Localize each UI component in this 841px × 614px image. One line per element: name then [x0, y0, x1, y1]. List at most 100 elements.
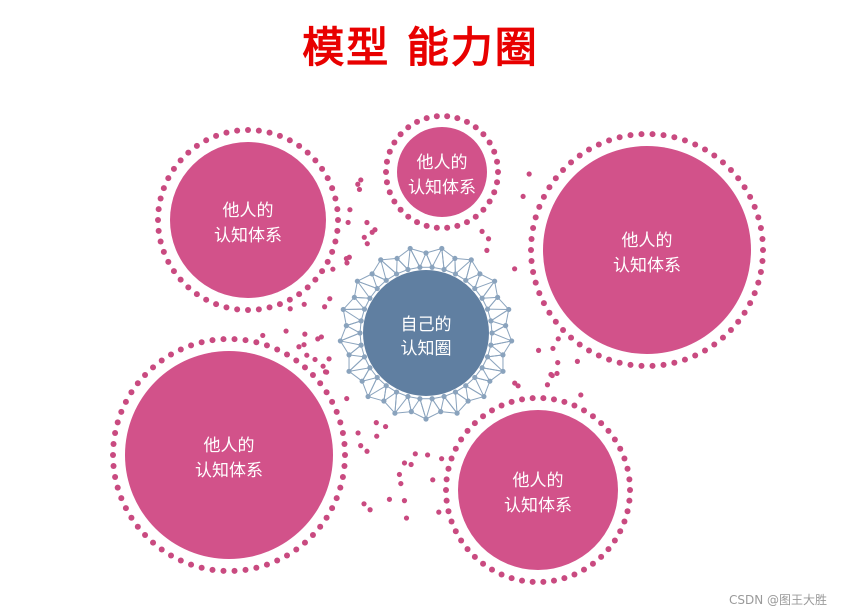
- scatter-dot: [401, 460, 408, 466]
- network-node: [381, 398, 387, 404]
- network-edge: [339, 340, 350, 356]
- network-node: [358, 318, 364, 324]
- network-node: [383, 383, 389, 389]
- ring-dot: [150, 539, 157, 546]
- scatter-dot: [322, 304, 328, 310]
- network-node: [340, 306, 346, 313]
- network-edge: [407, 248, 411, 270]
- network-edge: [340, 332, 361, 342]
- ring-dot: [443, 497, 450, 504]
- ring-dot: [284, 351, 290, 358]
- ring-dot: [253, 564, 260, 571]
- ring-dot: [391, 198, 398, 205]
- ring-dot: [188, 561, 195, 568]
- scatter-dot: [364, 448, 370, 454]
- ring-dot: [595, 352, 602, 359]
- ring-dot: [719, 159, 726, 166]
- network-node: [500, 368, 506, 374]
- scatter-dot: [320, 363, 326, 369]
- ring-dot: [735, 175, 742, 182]
- ring-dot: [550, 577, 557, 584]
- ring-dot: [443, 487, 449, 493]
- ring-dot: [332, 195, 339, 202]
- ring-dot: [561, 398, 568, 405]
- ring-dot: [751, 203, 758, 210]
- ring-dot: [177, 276, 184, 283]
- ring-dot: [317, 380, 324, 387]
- network-edge: [343, 309, 362, 322]
- network-node: [354, 278, 360, 284]
- scatter-dot: [358, 443, 364, 449]
- ring-dot: [472, 124, 479, 131]
- network-edge: [491, 332, 512, 342]
- ring-dot: [498, 402, 505, 409]
- ring-dot: [414, 118, 421, 125]
- scatter-dot: [312, 356, 318, 363]
- ring-dot: [263, 561, 270, 568]
- network-edge: [361, 381, 369, 397]
- ring-dot: [276, 301, 283, 308]
- ring-dot: [747, 193, 754, 200]
- network-edge: [467, 396, 485, 402]
- ring-dot: [491, 189, 498, 196]
- ring-dot: [445, 465, 452, 472]
- ring-dot: [386, 189, 393, 196]
- network-node: [495, 294, 501, 300]
- scatter-dot: [520, 193, 526, 200]
- ring-dot: [334, 206, 341, 213]
- network-node: [374, 374, 380, 381]
- ring-dot: [122, 505, 129, 512]
- scatter-dot: [361, 234, 367, 240]
- self-circle-label-line1: 自己的: [401, 315, 452, 335]
- ring-dot: [540, 578, 547, 585]
- ring-dot: [660, 361, 667, 368]
- ring-dot: [571, 571, 578, 578]
- ring-dot: [546, 184, 553, 191]
- ring-dot: [606, 356, 613, 363]
- network-edge: [380, 257, 398, 261]
- network-node: [378, 257, 384, 263]
- ring-dot: [611, 537, 618, 544]
- other-circle-label-line2: 认知体系: [504, 496, 572, 516]
- network-node: [468, 257, 474, 263]
- ring-dot: [760, 247, 766, 253]
- ring-dot: [296, 142, 303, 149]
- scatter-dot: [364, 219, 370, 226]
- network-edge: [357, 273, 373, 282]
- ring-dot: [530, 225, 537, 232]
- scatter-dot: [347, 207, 353, 213]
- ring-dot: [293, 546, 300, 553]
- network-node: [393, 389, 400, 395]
- network-edge: [340, 340, 362, 346]
- ring-dot: [616, 359, 623, 366]
- ring-dot: [220, 567, 227, 574]
- network-node: [484, 306, 491, 312]
- network-node: [452, 255, 458, 262]
- other-circle-label-line2: 认知体系: [195, 461, 263, 481]
- network-edge: [490, 340, 512, 346]
- ring-dot: [458, 537, 465, 544]
- network-edge: [490, 309, 509, 322]
- network-node: [488, 342, 494, 348]
- other-circle-disc: [397, 127, 487, 217]
- scatter-dot: [283, 328, 289, 334]
- ring-dot: [741, 309, 748, 316]
- ring-dot: [255, 127, 262, 134]
- network-edge: [380, 259, 397, 275]
- network-node: [367, 365, 373, 371]
- network-node: [393, 271, 400, 277]
- ring-dot: [334, 227, 341, 234]
- other-circle-label-line2: 认知体系: [408, 178, 476, 198]
- ring-dot: [755, 279, 762, 286]
- other-circle-label-line2: 认知体系: [214, 226, 282, 246]
- ring-dot: [444, 113, 451, 120]
- network-edge: [489, 370, 504, 382]
- network-edge: [441, 248, 456, 259]
- network-node: [479, 295, 485, 301]
- ring-dot: [266, 304, 273, 311]
- ring-dot: [185, 149, 192, 156]
- ring-dot: [213, 132, 220, 139]
- center-network: [337, 245, 515, 422]
- scatter-dot: [526, 171, 532, 177]
- ring-dot: [486, 198, 493, 205]
